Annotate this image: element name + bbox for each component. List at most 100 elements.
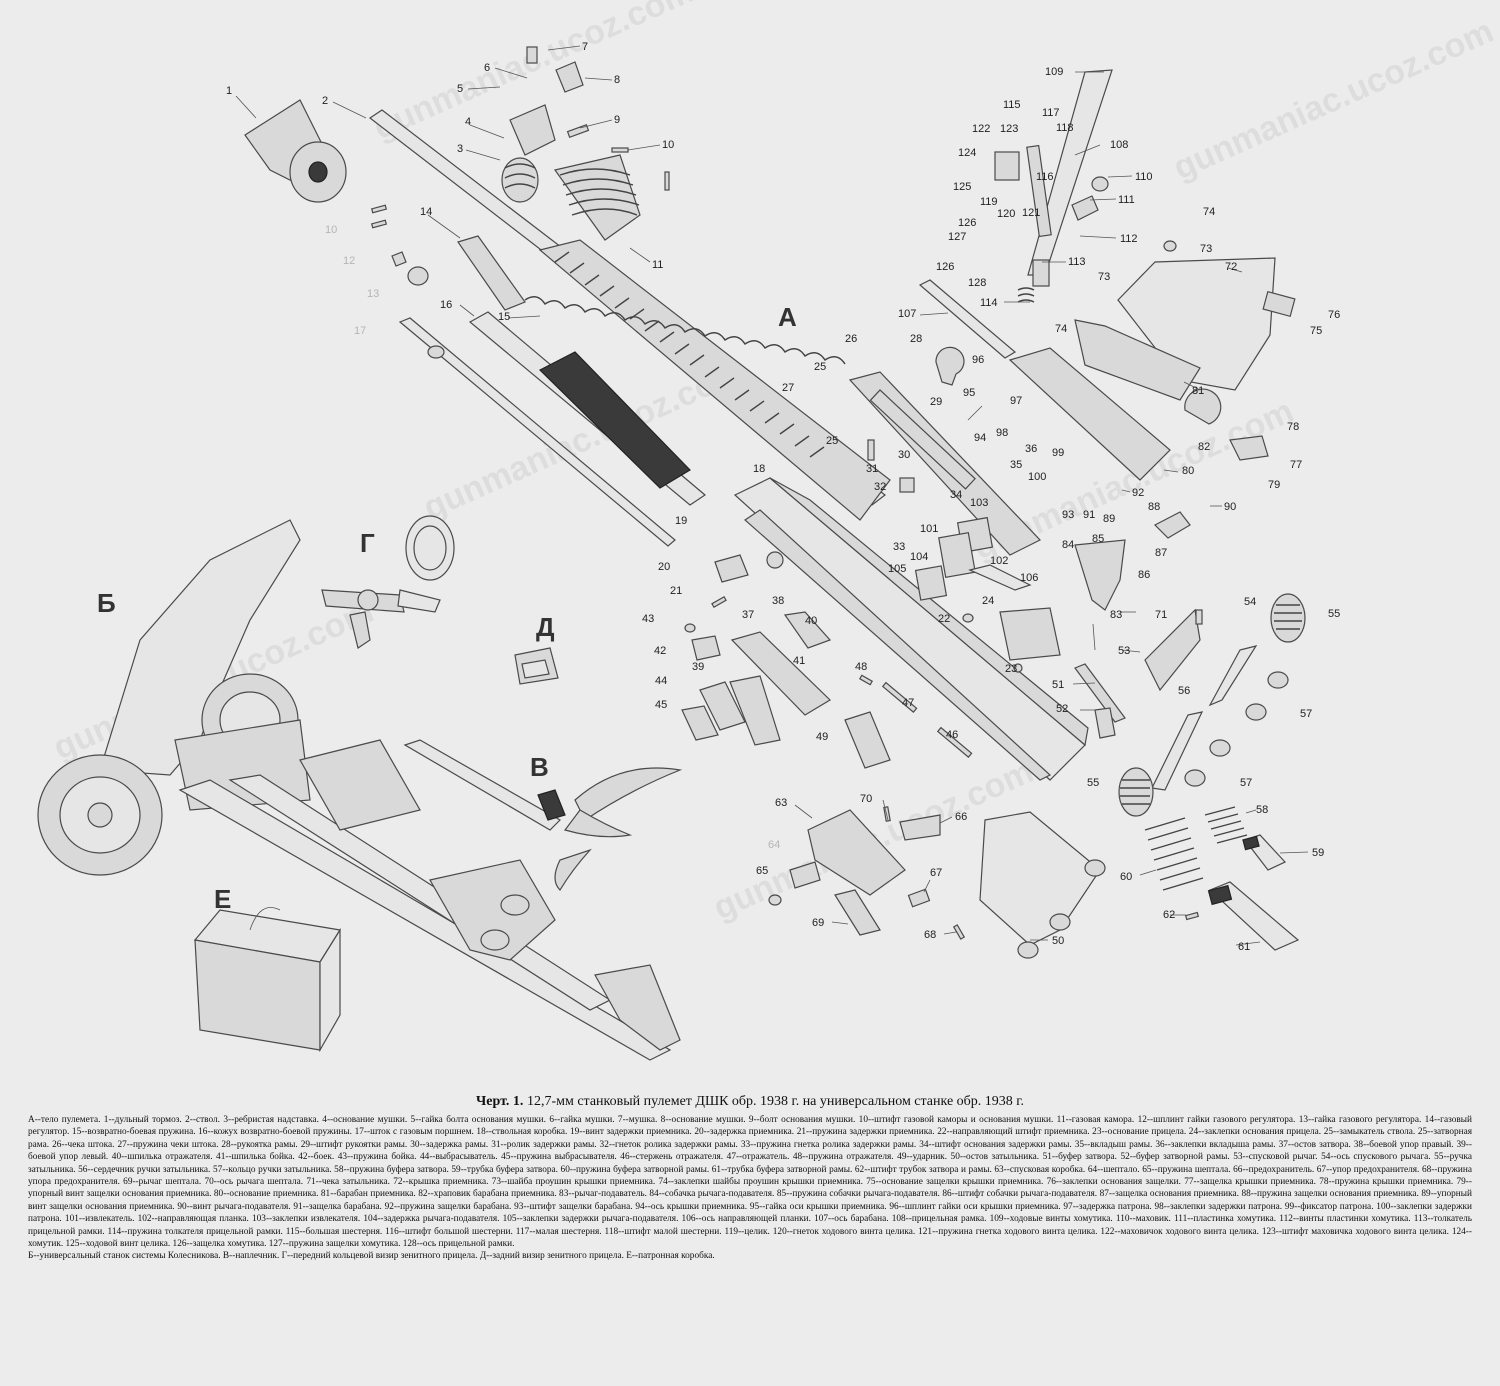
part-label: 99 (1052, 447, 1064, 459)
part-label: 34 (950, 489, 962, 501)
part-label: 54 (1244, 596, 1256, 608)
part-label: 98 (996, 427, 1008, 439)
gas-regulator-parts (370, 204, 526, 311)
part-label: 105 (888, 563, 906, 575)
part-label: 106 (1020, 572, 1038, 584)
figure-caption: Черт. 1. 12,7-мм станковый пулемет ДШК о… (28, 1094, 1472, 1263)
part-label: 26 (845, 333, 857, 345)
part-label: 72 (1225, 261, 1237, 273)
part-label: 7 (582, 41, 588, 53)
part-label: 3 (457, 143, 463, 155)
ammo-box (193, 907, 341, 1053)
part-label: 55 (1087, 777, 1099, 789)
part-label: 2 (322, 95, 328, 107)
small-receiver-parts (867, 439, 1191, 661)
bolt-carrier (848, 346, 1041, 556)
part-label: 68 (924, 929, 936, 941)
part-label: 1 (226, 85, 232, 97)
part-label: 64 (768, 839, 780, 851)
group-letters: А Б В Г Д Е (97, 302, 797, 914)
part-label: 20 (658, 561, 670, 573)
rear-sight (514, 647, 559, 685)
part-label: 76 (1328, 309, 1340, 321)
part-label: 100 (1028, 471, 1046, 483)
part-label: 93 (1062, 509, 1074, 521)
part-label: 25 (826, 435, 838, 447)
front-sight-assembly (501, 46, 670, 241)
part-label: 59 (1312, 847, 1324, 859)
part-label: 87 (1155, 547, 1167, 559)
part-label: 112 (1120, 233, 1138, 245)
part-label: 37 (742, 609, 754, 621)
buttplate-group (979, 593, 1306, 959)
part-label: 65 (756, 865, 768, 877)
part-label: 33 (893, 541, 905, 553)
shoulder-rest (403, 739, 683, 891)
part-label: 84 (1062, 539, 1074, 551)
part-label: 55 (1328, 608, 1340, 620)
part-label: 47 (902, 697, 914, 709)
part-label: 113 (1068, 256, 1086, 268)
part-label: 9 (614, 114, 620, 126)
part-label: 49 (816, 731, 828, 743)
figure-number: Черт. 1. (476, 1094, 524, 1109)
part-label: 53 (1118, 645, 1130, 657)
part-label: 61 (1238, 941, 1250, 953)
group-letter-d: Д (536, 612, 555, 642)
part-label: 110 (1135, 171, 1153, 183)
part-label: 8 (614, 74, 620, 86)
part-label: 50 (1052, 935, 1064, 947)
receiver-body (733, 477, 1089, 781)
part-label: 62 (1163, 909, 1175, 921)
group-letter-v: В (530, 752, 549, 782)
part-label: 77 (1290, 459, 1302, 471)
part-label: 124 (958, 147, 976, 159)
part-label: 97 (1010, 395, 1022, 407)
part-label: 69 (812, 917, 824, 929)
part-label: 103 (970, 497, 988, 509)
part-label: 121 (1022, 207, 1040, 219)
part-label: 10 (325, 224, 337, 236)
part-label: 74 (1203, 206, 1215, 218)
part-label: 46 (946, 729, 958, 741)
part-label: 36 (1025, 443, 1037, 455)
part-label: 107 (898, 308, 916, 320)
part-label: 24 (982, 595, 994, 607)
part-label: 38 (772, 595, 784, 607)
part-label: 39 (692, 661, 704, 673)
group-letter-e: Е (214, 884, 231, 914)
part-label: 41 (793, 655, 805, 667)
part-label: 92 (1132, 487, 1144, 499)
part-label: 56 (1178, 685, 1190, 697)
group-letter-a: А (778, 302, 797, 332)
part-label: 111 (1118, 194, 1135, 206)
part-label: 126 (958, 217, 976, 229)
part-label: 28 (910, 333, 922, 345)
part-label: 29 (930, 396, 942, 408)
part-label: 19 (675, 515, 687, 527)
part-label: 18 (753, 463, 765, 475)
part-label: 123 (1000, 123, 1018, 135)
part-label: 11 (652, 259, 663, 271)
part-label: 116 (1036, 171, 1054, 183)
part-label: 95 (963, 387, 975, 399)
part-label: 5 (457, 83, 463, 95)
part-label: 94 (974, 432, 986, 444)
part-label: 60 (1120, 871, 1132, 883)
part-label: 125 (953, 181, 971, 193)
tripod-mount (37, 519, 681, 1061)
part-label: 51 (1052, 679, 1064, 691)
group-letter-b: Б (97, 588, 116, 618)
part-label: 57 (1300, 708, 1312, 720)
part-label: 73 (1098, 271, 1110, 283)
part-label: 128 (968, 277, 986, 289)
feed-cover-group (1008, 240, 1296, 481)
part-label: 74 (1055, 323, 1067, 335)
part-label: 31 (866, 463, 878, 475)
part-label: 22 (938, 613, 950, 625)
part-label: 17 (354, 325, 366, 337)
rear-sight-group (918, 69, 1113, 359)
leader-lines (427, 45, 1309, 946)
part-label: 25 (814, 361, 826, 373)
